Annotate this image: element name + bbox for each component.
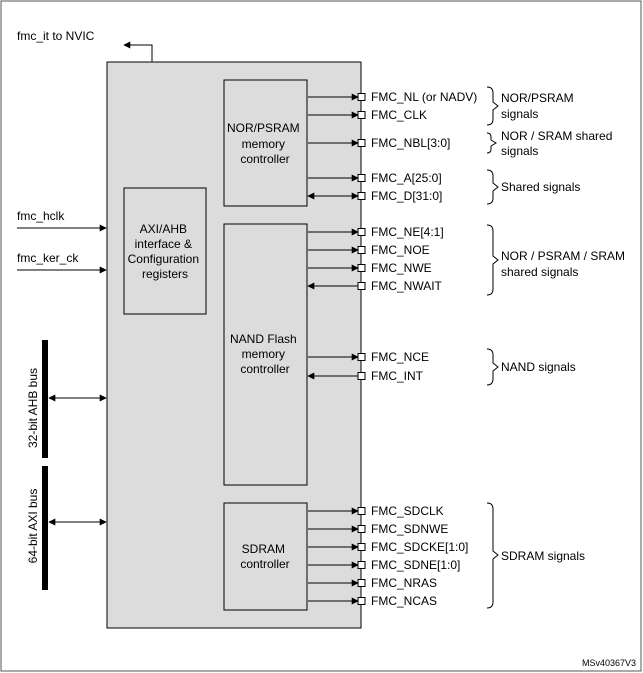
sdram-controller-label: SDRAM controller (240, 542, 289, 571)
signal-pin (357, 507, 366, 515)
signal-pin (357, 93, 366, 101)
ahb-bus-label: 32-bit AHB bus (26, 368, 40, 448)
signal-label: FMC_NWAIT (371, 279, 443, 293)
signal-label: FMC_INT (371, 369, 424, 383)
signal-pin (357, 543, 366, 551)
axi-ahb-interface-block (123, 187, 207, 315)
signal-label: FMC_SDCLK (371, 504, 444, 518)
signal-pin (357, 264, 366, 272)
brace-shared (486, 169, 499, 205)
group-shared-label: Shared signals (501, 180, 580, 194)
fmc-it-arrow (123, 41, 153, 62)
brace-nor-sram (486, 132, 497, 154)
signal-label: FMC_NCAS (371, 594, 437, 608)
brace-nor-psram (486, 86, 499, 126)
signal-label: FMC_SDNWE (371, 522, 448, 536)
group-nand-label: NAND signals (501, 360, 576, 374)
fmc-it-label: fmc_it to NVIC (17, 29, 95, 43)
figure-id: MSv40367V3 (582, 658, 636, 668)
nand-flash-controller-label: NAND Flash memory controller (230, 332, 300, 376)
signal-label: FMC_NE[4:1] (371, 225, 444, 239)
brace-sdram (486, 502, 499, 609)
signal-pin (357, 246, 366, 254)
axi-bus-label: 64-bit AXI bus (26, 489, 40, 564)
signal-pin (357, 111, 366, 119)
group-nor-psram-label: NOR/PSRAM signals (501, 91, 577, 121)
signal-pin (357, 561, 366, 569)
signal-label: FMC_NOE (371, 243, 430, 257)
signal-label: FMC_NCE (371, 350, 429, 364)
brace-nand (486, 348, 499, 386)
signal-label: FMC_D[31:0] (371, 189, 442, 203)
signal-pin (357, 579, 366, 587)
brace-nor-psram-sram (486, 224, 499, 296)
signal-label: FMC_A[25:0] (371, 171, 442, 185)
signal-pin (357, 597, 366, 605)
signal-label: FMC_NWE (371, 261, 432, 275)
fmc-ker-ck-label: fmc_ker_ck (17, 251, 79, 265)
group-nor-psram-sram-label: NOR / PSRAM / SRAM shared signals (501, 249, 628, 279)
nand-flash-controller-block (223, 223, 308, 486)
signal-pin (357, 174, 366, 182)
signal-label: FMC_NRAS (371, 576, 437, 590)
signal-pin (357, 192, 366, 200)
signal-label: FMC_SDCKE[1:0] (371, 540, 468, 554)
signal-pin (357, 282, 366, 290)
nor-psram-controller-block (223, 79, 308, 207)
signal-pin (357, 353, 366, 361)
signal-pin (357, 228, 366, 236)
signal-label: FMC_CLK (371, 108, 427, 122)
signal-rows: FMC_NL (or NADV) FMC_CLK FMC_NBL[3:0] FMC_A… (307, 90, 477, 608)
signal-label: FMC_SDNE[1:0] (371, 558, 460, 572)
signal-label: FMC_NL (or NADV) (371, 90, 477, 104)
group-nor-sram-label: NOR / SRAM shared signals (501, 129, 616, 158)
group-sdram-label: SDRAM signals (501, 549, 585, 563)
sdram-controller-block (223, 502, 308, 611)
fmc-hclk-label: fmc_hclk (17, 209, 65, 223)
signal-pin (357, 372, 366, 380)
nor-psram-controller-label: NOR/PSRAM memory controller (227, 121, 303, 166)
signal-label: FMC_NBL[3:0] (371, 136, 450, 150)
signal-pin (357, 139, 366, 147)
signal-pin (357, 525, 366, 533)
axi-ahb-interface-label: AXI/AHB interface & Configuration regist… (128, 222, 203, 281)
